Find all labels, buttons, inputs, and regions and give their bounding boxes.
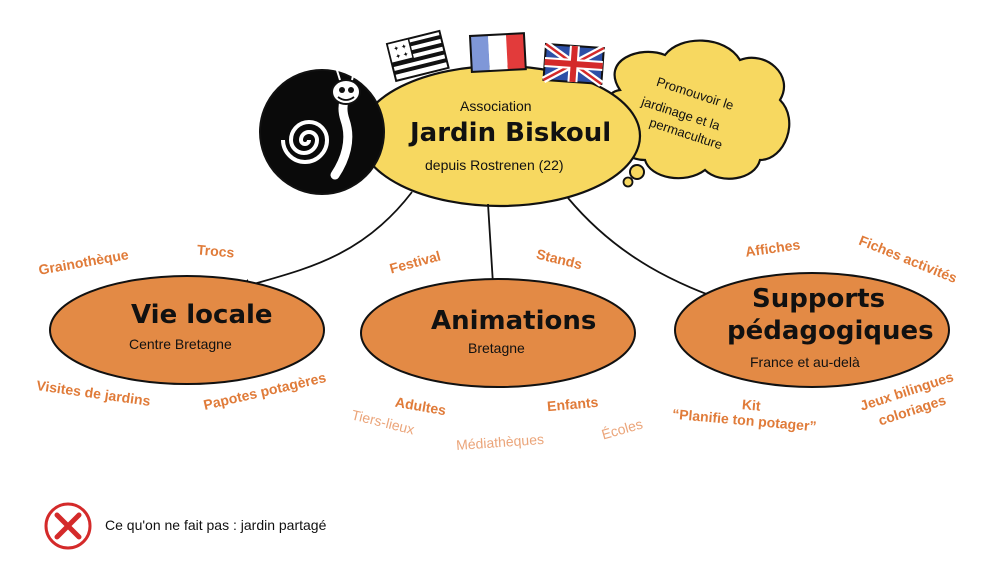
snail-logo [259,60,385,195]
center-title: Jardin Biskoul [410,118,612,148]
vie-locale-subtitle: Centre Bretagne [129,336,232,352]
french-flag-icon [468,32,527,74]
cross-icon [44,502,92,550]
center-association-label: Association [460,98,532,114]
tag-trocs: Trocs [196,241,235,261]
arrow-to-vie-locale [237,191,413,292]
arrow-to-supports [567,197,731,305]
vie-locale-title: Vie locale [131,300,273,330]
breton-flag-icon: ✦ ✦ ✦ ✦ [385,29,450,83]
legend-text: Ce qu'on ne fait pas : jardin partagé [105,517,327,533]
svg-text:✦ ✦: ✦ ✦ [393,42,408,53]
supports-title-2: pédagogiques [727,316,934,346]
center-subtitle: depuis Rostrenen (22) [425,157,564,173]
supports-subtitle: France et au-delà [750,354,860,370]
supports-ellipse [674,272,950,388]
svg-text:✦ ✦: ✦ ✦ [395,50,410,61]
animations-title: Animations [431,306,597,336]
supports-title-1: Supports [752,284,886,314]
animations-ellipse [360,278,636,388]
uk-flag-icon [541,41,606,87]
animations-subtitle: Bretagne [468,340,525,356]
vie-locale-ellipse [49,275,325,385]
